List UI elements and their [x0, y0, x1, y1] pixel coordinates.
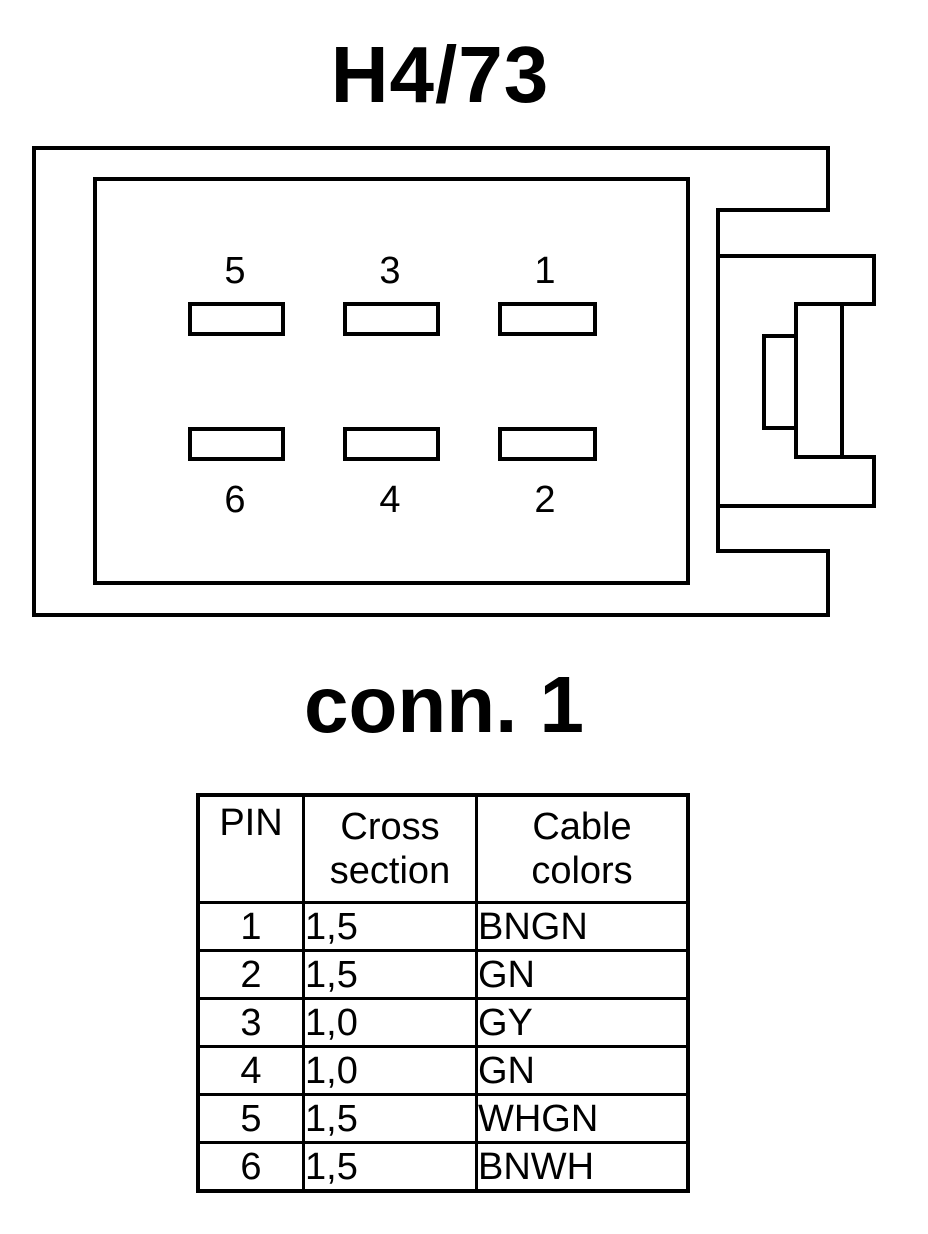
pin-slot: [343, 427, 440, 461]
connector-latch-tab: [794, 302, 842, 459]
pin-number-label: 2: [534, 479, 555, 521]
cell-cable-color: GN: [475, 1045, 690, 1096]
cell-cable-color: BNWH: [475, 1141, 690, 1193]
table-row: 3 1,0 GY: [196, 997, 690, 1048]
header-cable-colors: Cable colors: [475, 793, 690, 904]
cell-cross-section: 1,5: [302, 1141, 478, 1193]
cell-pin: 6: [196, 1141, 305, 1193]
cell-cross-section: 1,5: [302, 1093, 478, 1144]
connector-housing-outline: [32, 146, 830, 617]
pin-assignment-table: PIN Cross section Cable colors 1 1,5 BNG…: [196, 793, 690, 1193]
header-cross-line1: Cross: [340, 806, 440, 848]
pin-slot: [343, 302, 440, 336]
connector-label: conn. 1: [303, 660, 585, 749]
table-row: 4 1,0 GN: [196, 1045, 690, 1096]
pin-number-label: 1: [534, 250, 555, 292]
pin-slot: [188, 427, 285, 461]
pin-slot: [498, 302, 597, 336]
cell-pin: 1: [196, 901, 305, 952]
connector-title: H4/73: [330, 30, 550, 119]
table-row: 1 1,5 BNGN: [196, 901, 690, 952]
connector-latch: [718, 254, 876, 508]
cell-cross-section: 1,0: [302, 1045, 478, 1096]
table-row: 6 1,5 BNWH: [196, 1141, 690, 1193]
cell-cross-section: 1,0: [302, 997, 478, 1048]
cell-pin: 2: [196, 949, 305, 1000]
cell-cable-color: BNGN: [475, 901, 690, 952]
cell-cable-color: WHGN: [475, 1093, 690, 1144]
table-header-row: PIN Cross section Cable colors: [196, 793, 690, 904]
pin-number-label: 6: [224, 479, 245, 521]
connector-latch-button: [762, 334, 798, 430]
cell-pin: 4: [196, 1045, 305, 1096]
cell-cross-section: 1,5: [302, 949, 478, 1000]
connector-diagram: 5 3 1 6 4 2: [32, 146, 876, 617]
pin-number-label: 5: [224, 250, 245, 292]
cell-cable-color: GN: [475, 949, 690, 1000]
cell-cross-section: 1,5: [302, 901, 478, 952]
table-row: 5 1,5 WHGN: [196, 1093, 690, 1144]
pin-slot: [188, 302, 285, 336]
header-pin: PIN: [196, 793, 305, 904]
pin-number-label: 3: [379, 250, 400, 292]
header-cross-section: Cross section: [302, 793, 478, 904]
header-color-line1: Cable: [532, 806, 632, 848]
header-cross-line2: section: [329, 850, 451, 892]
pin-slot: [498, 427, 597, 461]
cell-pin: 5: [196, 1093, 305, 1144]
header-color-line2: colors: [531, 850, 633, 892]
cell-pin: 3: [196, 997, 305, 1048]
pin-number-label: 4: [379, 479, 400, 521]
connector-face: [93, 177, 690, 585]
table-row: 2 1,5 GN: [196, 949, 690, 1000]
cell-cable-color: GY: [475, 997, 690, 1048]
